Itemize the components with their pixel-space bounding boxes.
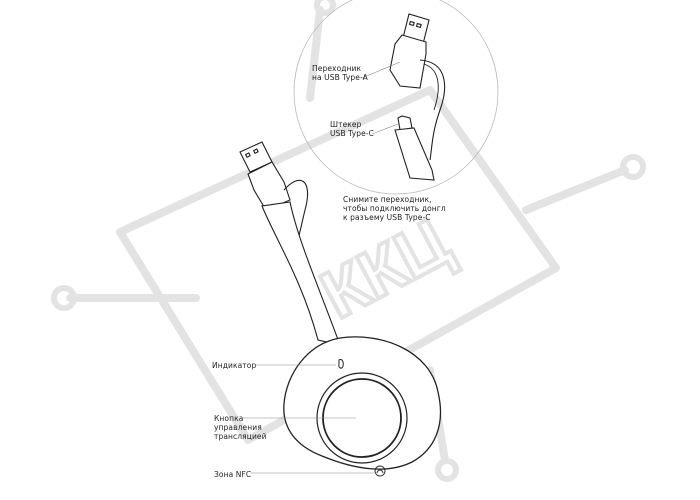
- watermark-logo: [51, 0, 646, 482]
- label-usb-c-plug: Штекер USB Type-C: [330, 120, 374, 138]
- label-nfc-zone: Зона NFC: [214, 470, 252, 479]
- nfc-icon-circle: [374, 465, 386, 477]
- label-adapter-line-2: на USB Type-A: [312, 73, 368, 82]
- detail-tether-inner: [423, 63, 439, 111]
- label-indicator: Индикатор: [212, 361, 257, 370]
- leader-lines: [243, 61, 401, 474]
- dongle-usb-a: [239, 141, 291, 211]
- label-control-button: Кнопка управления трансляцией: [214, 414, 267, 441]
- detail-usb-c-cable: [394, 127, 435, 181]
- watermark-pin-right-dot: [620, 154, 646, 180]
- nfc-icon-wave: [376, 469, 384, 474]
- leader-adapter: [361, 61, 401, 79]
- leader-plug: [371, 123, 399, 135]
- watermark-pin-top: [306, 6, 324, 102]
- detail-tether: [419, 59, 446, 161]
- detail-usb-a-slot-1: [408, 20, 415, 27]
- detail-circle: [293, 0, 499, 195]
- dongle-tether: [283, 179, 309, 241]
- nfc-icon: [374, 465, 386, 477]
- label-plug-line-1: Штекер: [330, 120, 362, 129]
- dongle-usb-a-slot-2: [252, 148, 259, 154]
- watermark-pin-top-dot: [314, 0, 336, 16]
- label-remove-line-2: чтобы подключить донгл: [343, 204, 446, 213]
- watermark-pin-right: [522, 166, 629, 214]
- label-remove-line-3: к разъему USB Type-C: [343, 213, 431, 222]
- label-plug-line-2: USB Type-C: [330, 129, 374, 138]
- watermark-pin-bottom-dot: [435, 458, 459, 482]
- dongle-usb-a-slot-1: [244, 152, 251, 158]
- label-adapter: Переходник на USB Type-A: [312, 64, 368, 82]
- detail-usb-c-plug: [394, 115, 435, 181]
- label-button-line-2: управления: [214, 423, 262, 432]
- detail-usb-c-tip: [397, 115, 413, 131]
- label-remove-line-1: Снимите переходник,: [343, 195, 432, 204]
- label-adapter-line-1: Переходник: [312, 64, 362, 73]
- label-button-line-3: трансляцией: [214, 432, 267, 441]
- detail-usb-a-connector: [389, 13, 430, 89]
- label-button-line-1: Кнопка: [214, 414, 244, 423]
- label-remove-hint: Снимите переходник, чтобы подключить дон…: [343, 195, 446, 222]
- dongle-usb-a-housing: [247, 161, 291, 211]
- watermark-text: ККЦ: [309, 204, 462, 334]
- detail-usb-a-slot-2: [415, 22, 422, 29]
- indicator-light: [338, 359, 344, 369]
- detail-usb-a-housing: [389, 34, 427, 89]
- watermark-pin-left-dot: [51, 285, 77, 311]
- watermark-frame: [116, 86, 560, 444]
